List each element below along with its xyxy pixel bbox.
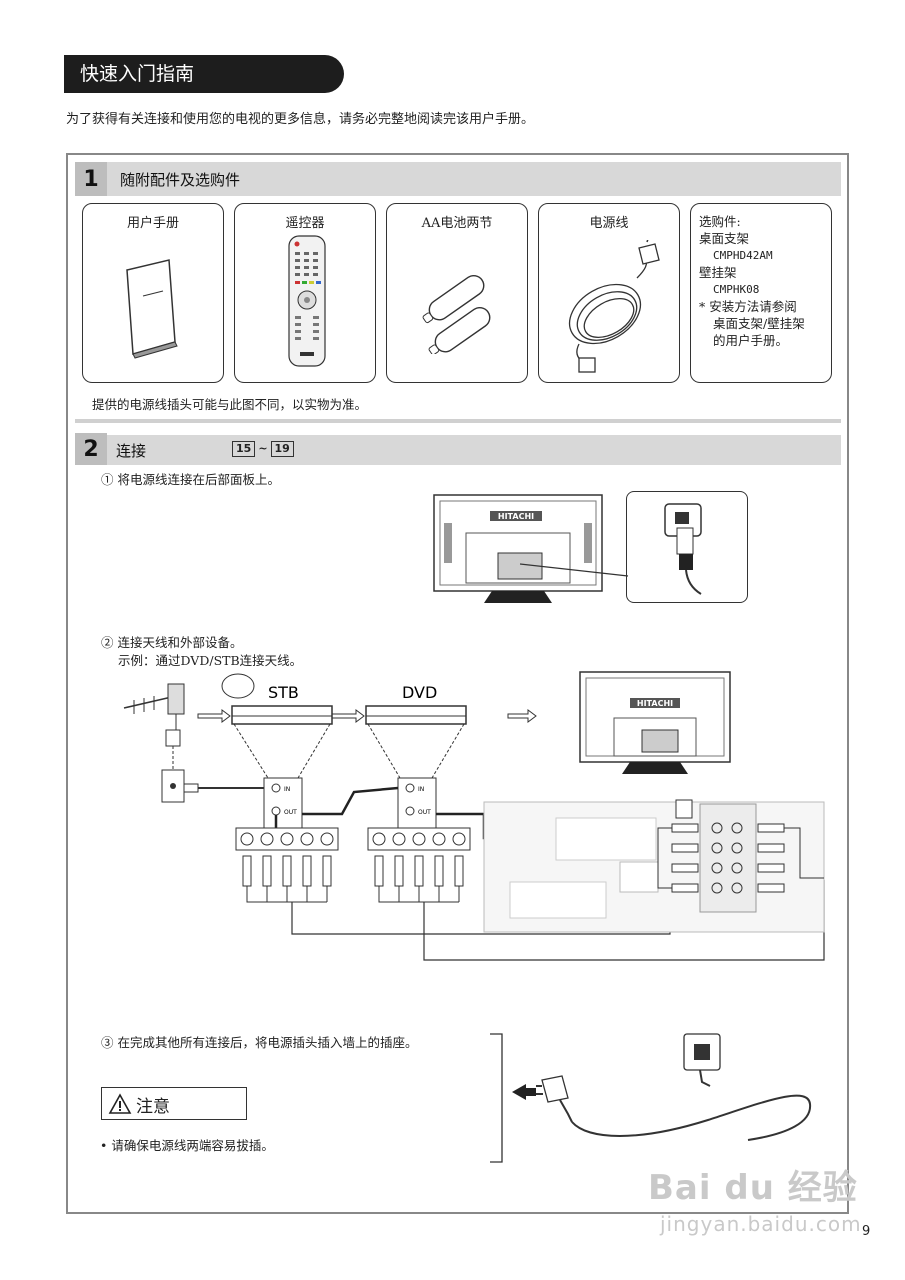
brand-logo-2: HITACHI — [637, 699, 673, 708]
section1-number: 1 — [75, 162, 107, 196]
section1-bar — [75, 162, 841, 196]
card-remote-control: 遥控器 — [234, 203, 376, 383]
card-user-manual: 用户手册 — [82, 203, 224, 383]
step1-text: ① 将电源线连接在后部面板上。 — [101, 472, 280, 487]
page-ref-end: 19 — [270, 441, 294, 457]
page-ref-start: 15 — [232, 441, 256, 457]
dvd-out-label: OUT — [418, 809, 431, 816]
options-note-1: * 安装方法请参阅 — [699, 299, 797, 314]
stb-label: STB — [268, 683, 299, 702]
card-label: 用户手册 — [126, 216, 179, 231]
connection-diagram: STB DVD IN OUT IN OUT — [123, 673, 825, 961]
section2-bar — [75, 435, 841, 465]
tv-rear-panel-illustration: HITACHI — [433, 494, 603, 603]
brand-logo: HITACHI — [498, 512, 534, 521]
dvd-label: DVD — [402, 683, 437, 702]
page-ref-sep: ~ — [258, 442, 268, 455]
warning-icon — [108, 1093, 132, 1114]
manual-icon — [126, 259, 178, 359]
options-heading: 选购件: — [699, 214, 741, 229]
card-power-cord: 电源线 — [538, 203, 680, 383]
section1-note: 提供的电源线插头可能与此图不同，以实物为准。 — [92, 397, 368, 412]
tv-rear-illustration-2: HITACHI — [579, 671, 731, 774]
stb-out-label: OUT — [284, 809, 297, 816]
caution-box — [101, 1087, 247, 1120]
remote-control-icon — [288, 235, 326, 367]
options-list: 选购件: 桌面支架 CMPHD42AM 壁挂架 CMPHK08 * 安装方法请参… — [699, 213, 829, 349]
watermark-logo: Bai du 经验 — [648, 1168, 858, 1208]
antenna-icon — [123, 683, 185, 803]
arrow-left-icon — [512, 1084, 536, 1100]
card-optional-accessories: 选购件: 桌面支架 CMPHD42AM 壁挂架 CMPHK08 * 安装方法请参… — [690, 203, 832, 383]
watermark-url: jingyan.baidu.com — [660, 1212, 862, 1236]
section2-title: 连接 — [116, 442, 147, 460]
step2-text: ② 连接天线和外部设备。 — [101, 635, 243, 650]
cord-connector-line — [520, 563, 629, 577]
satellite-dish-icon — [221, 673, 255, 699]
options-wall-mount-model: CMPHK08 — [713, 283, 760, 296]
page-reference: 15~19 — [232, 441, 294, 457]
step3-text: ③ 在完成其他所有连接后，将电源插头插入墙上的插座。 — [101, 1035, 418, 1050]
stb-device — [231, 705, 333, 725]
card-label: 遥控器 — [285, 216, 325, 231]
section2-number: 2 — [75, 433, 107, 465]
caution-bullet: • 请确保电源线两端容易拔插。 — [100, 1138, 274, 1153]
ac-plug-icon — [664, 503, 702, 595]
divider — [75, 419, 841, 423]
dvd-device — [365, 705, 467, 725]
caution-title: 注意 — [136, 1097, 170, 1117]
options-note-2: 桌面支架/壁挂架 — [713, 316, 805, 331]
options-desk-stand: 桌面支架 — [699, 231, 750, 246]
dvd-in-label: IN — [418, 786, 424, 793]
page-title: 快速入门指南 — [64, 55, 344, 93]
options-desk-stand-model: CMPHD42AM — [713, 249, 773, 262]
battery-icon — [422, 274, 491, 354]
zoom-inset-ac-inlet — [626, 491, 748, 603]
step2-example: 示例：通过DVD/STB连接天线。 — [118, 653, 303, 668]
stb-in-label: IN — [284, 786, 290, 793]
page-number: 9 — [862, 1224, 871, 1239]
options-wall-mount: 壁挂架 — [699, 265, 737, 280]
card-label: AA电池两节 — [421, 216, 493, 231]
card-batteries: AA电池两节 — [386, 203, 528, 383]
plug-icon — [541, 1075, 569, 1103]
card-label: 电源线 — [589, 216, 629, 231]
options-note-3: 的用户手册。 — [713, 333, 789, 348]
section1-title: 随附配件及选购件 — [120, 171, 241, 189]
wall-plug-illustration — [490, 1033, 812, 1163]
main-frame — [66, 153, 849, 1214]
intro-text: 为了获得有关连接和使用您的电视的更多信息，请务必完整地阅读完该用户手册。 — [66, 112, 535, 127]
power-cord-icon — [568, 240, 660, 373]
